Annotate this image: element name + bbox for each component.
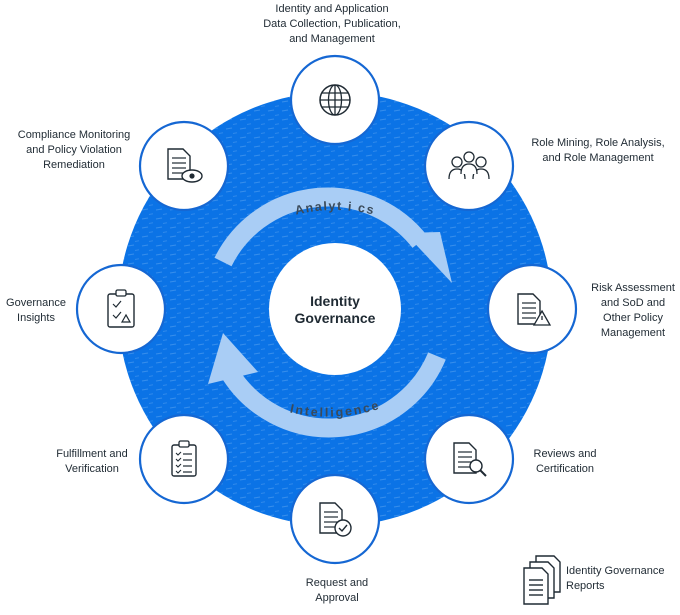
center-circle bbox=[269, 243, 401, 375]
document-check-icon bbox=[319, 502, 352, 537]
globe-icon bbox=[319, 84, 351, 116]
analytics-arrow bbox=[214, 187, 452, 283]
center-subtitle: Governance bbox=[295, 310, 376, 326]
node-reviews bbox=[423, 413, 515, 505]
reports-stack-icon bbox=[523, 555, 561, 605]
document-search-icon bbox=[453, 442, 487, 477]
node-fulfillment bbox=[138, 413, 230, 505]
node-identity-data bbox=[289, 54, 381, 146]
analytics-label: Analyt i cs bbox=[294, 199, 377, 218]
node-risk-assessment bbox=[486, 263, 578, 355]
node-compliance bbox=[138, 120, 230, 212]
center-title: Identity bbox=[310, 293, 360, 309]
document-eye-icon bbox=[167, 148, 203, 183]
checklist-clipboard-icon bbox=[171, 440, 197, 477]
node-request bbox=[289, 473, 381, 565]
people-group-icon bbox=[448, 151, 490, 180]
document-warning-icon bbox=[517, 293, 552, 326]
label-role-mining: Role Mining, Role Analysis,and Role Mana… bbox=[531, 137, 665, 164]
node-governance-insights bbox=[75, 263, 167, 355]
intelligence-arrow bbox=[208, 333, 446, 438]
node-role-mining bbox=[423, 120, 515, 212]
clipboard-insights-icon bbox=[107, 289, 135, 328]
